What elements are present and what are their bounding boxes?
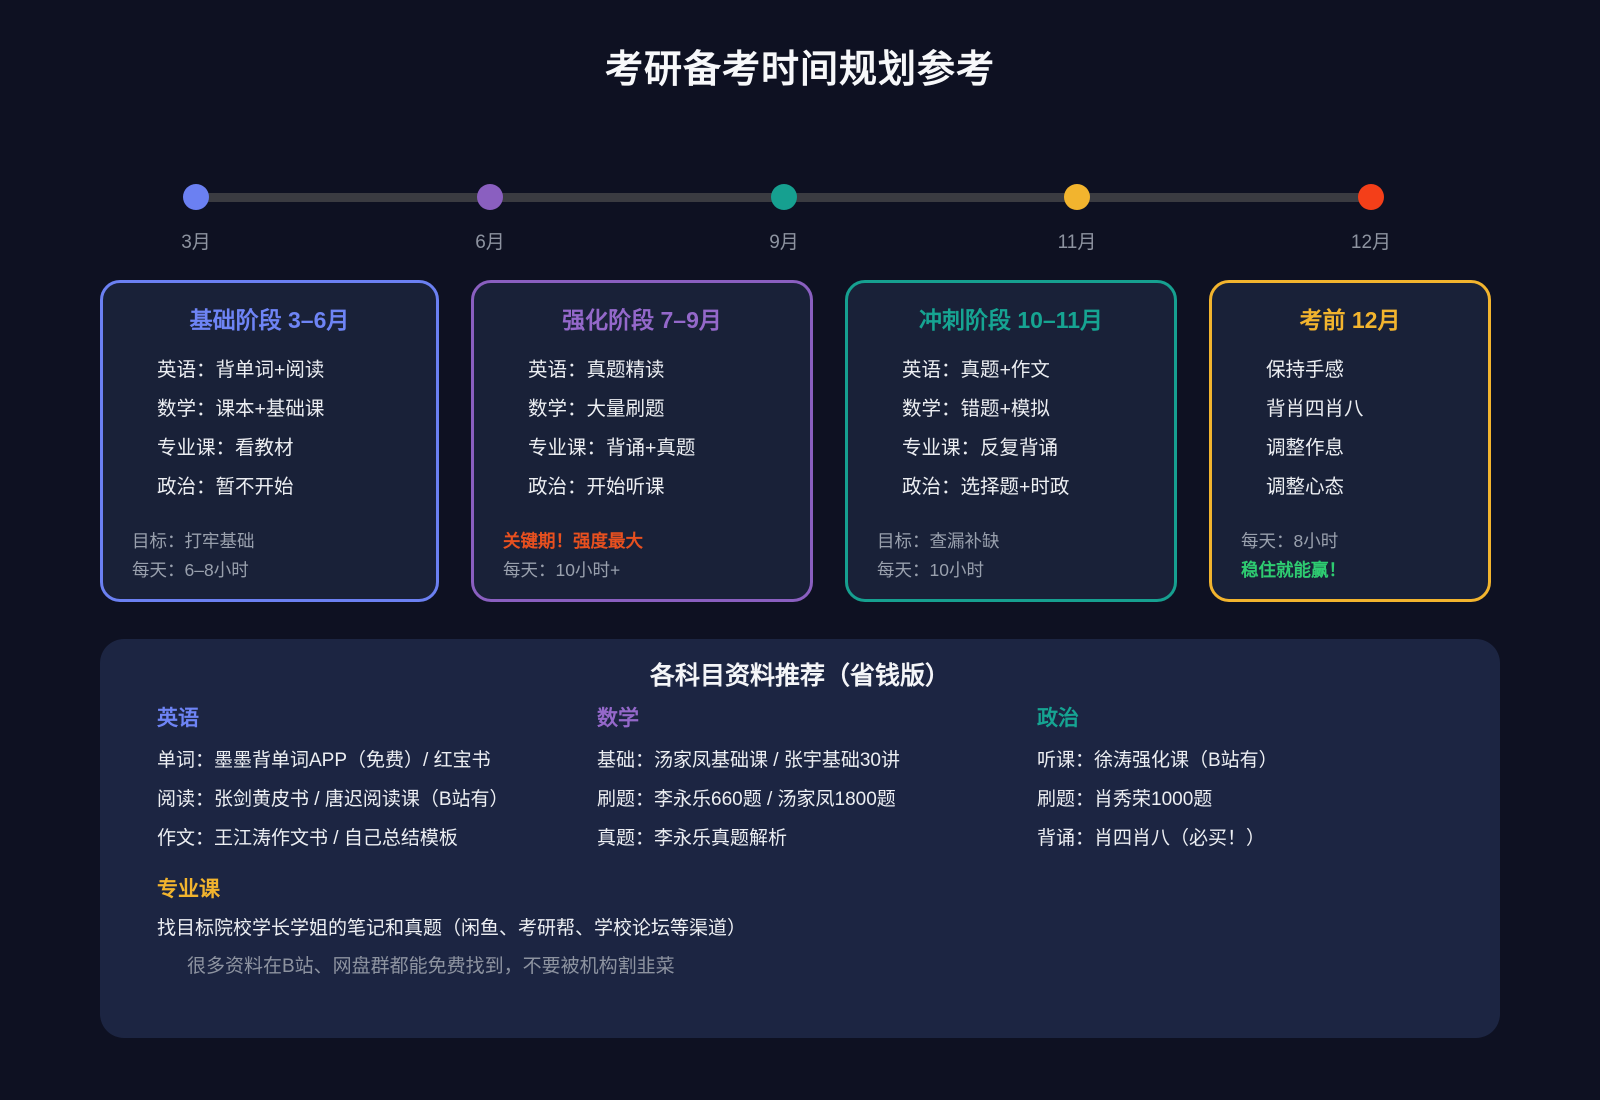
stage-item-list: 保持手感 背肖四肖八 调整作息 调整心态 (1212, 351, 1488, 507)
major-course-heading: 专业课 (157, 878, 220, 901)
stage-item-list: 英语：背单词+阅读 数学：课本+基础课 专业课：看教材 政治：暂不开始 (103, 351, 436, 507)
resource-rows: 基础：汤家凤基础课 / 张宇基础30讲 刷题：李永乐660题 / 汤家凤1800… (597, 741, 1037, 858)
stage-note-key-period: 关键期！强度最大 (503, 531, 643, 551)
stage-card-pre-exam: 考前 12月 保持手感 背肖四肖八 调整作息 调整心态 每天：8小时 稳住就能赢… (1209, 280, 1491, 602)
stage-item: 调整作息 (1266, 437, 1345, 459)
resource-row: 刷题：李永乐660题 / 汤家凤1800题 (597, 789, 896, 810)
stage-card-title: 强化阶段 7–9月 (562, 307, 722, 333)
resource-row: 听课：徐涛强化课（B站有） (1037, 750, 1278, 771)
resources-title: 各科目资料推荐（省钱版） (649, 662, 950, 690)
stage-item: 专业课：背诵+真题 (528, 437, 696, 459)
timeline-label: 6月 (475, 232, 505, 253)
stage-note-goal: 目标：查漏补缺 (877, 531, 1000, 551)
stage-note-hours: 每天：6–8小时 (132, 560, 249, 580)
stage-notes: 目标：打牢基础 每天：6–8小时 (132, 527, 255, 585)
timeline-dot-november (1064, 184, 1090, 210)
stage-item: 专业课：看教材 (157, 437, 294, 459)
timeline-dot-december (1358, 184, 1384, 210)
stage-item: 调整心态 (1266, 476, 1345, 498)
stage-item-list: 英语：真题+作文 数学：错题+模拟 专业课：反复背诵 政治：选择题+时政 (848, 351, 1174, 507)
resource-row: 单词：墨墨背单词APP（免费）/ 红宝书 (157, 750, 491, 771)
resources-panel: 各科目资料推荐（省钱版） 英语 单词：墨墨背单词APP（免费）/ 红宝书 阅读：… (100, 639, 1500, 1038)
stage-note-goal: 目标：打牢基础 (132, 531, 255, 551)
stage-note-hours: 每天：10小时 (877, 560, 984, 580)
stage-item: 政治：开始听课 (528, 476, 665, 498)
timeline-label: 11月 (1057, 232, 1097, 253)
stage-notes: 每天：8小时 稳住就能赢！ (1241, 527, 1346, 585)
resource-row: 背诵：肖四肖八（必买！） (1037, 828, 1266, 849)
resource-row: 阅读：张剑黄皮书 / 唐迟阅读课（B站有） (157, 789, 509, 810)
timeline-dot-march (183, 184, 209, 210)
column-heading: 英语 (157, 707, 199, 730)
major-course-section: 专业课 找目标院校学长学姐的笔记和真题（闲鱼、考研帮、学校论坛等渠道） 很多资料… (157, 876, 1443, 982)
stage-card-foundation: 基础阶段 3–6月 英语：背单词+阅读 数学：课本+基础课 专业课：看教材 政治… (100, 280, 439, 602)
major-course-note: 很多资料在B站、网盘群都能免费找到，不要被机构割韭菜 (187, 956, 675, 977)
stage-item: 英语：真题+作文 (902, 359, 1050, 381)
resource-rows: 单词：墨墨背单词APP（免费）/ 红宝书 阅读：张剑黄皮书 / 唐迟阅读课（B站… (157, 741, 597, 858)
resource-column-politics: 政治 听课：徐涛强化课（B站有） 刷题：肖秀荣1000题 背诵：肖四肖八（必买！… (1037, 705, 1443, 858)
stage-item: 政治：选择题+时政 (902, 476, 1070, 498)
resource-rows: 听课：徐涛强化课（B站有） 刷题：肖秀荣1000题 背诵：肖四肖八（必买！） (1037, 741, 1443, 858)
stage-item: 政治：暂不开始 (157, 476, 294, 498)
stage-note-hours: 每天：8小时 (1241, 531, 1339, 551)
resource-row: 作文：王江涛作文书 / 自己总结模板 (157, 828, 458, 849)
stage-item: 数学：错题+模拟 (902, 398, 1050, 420)
stage-note-encouragement: 稳住就能赢！ (1241, 560, 1346, 580)
column-heading: 数学 (597, 707, 639, 730)
resource-row: 真题：李永乐真题解析 (597, 828, 788, 849)
resources-columns: 英语 单词：墨墨背单词APP（免费）/ 红宝书 阅读：张剑黄皮书 / 唐迟阅读课… (157, 705, 1443, 858)
stage-notes: 关键期！强度最大 每天：10小时+ (503, 527, 643, 585)
stage-card-sprint: 冲刺阶段 10–11月 英语：真题+作文 数学：错题+模拟 专业课：反复背诵 政… (845, 280, 1177, 602)
stage-card-title: 基础阶段 3–6月 (189, 307, 350, 333)
stage-item: 数学：课本+基础课 (157, 398, 325, 420)
stage-item: 英语：背单词+阅读 (157, 359, 325, 381)
stage-card-title: 考前 12月 (1299, 307, 1401, 333)
timeline-label: 3月 (181, 232, 211, 253)
stage-item: 专业课：反复背诵 (902, 437, 1059, 459)
timeline: 3月 6月 9月 11月 12月 (0, 0, 1600, 260)
stage-notes: 目标：查漏补缺 每天：10小时 (877, 527, 1000, 585)
timeline-label: 9月 (769, 232, 799, 253)
stage-item: 保持手感 (1266, 359, 1345, 381)
stage-item-list: 英语：真题精读 数学：大量刷题 专业课：背诵+真题 政治：开始听课 (474, 351, 810, 507)
timeline-dot-june (477, 184, 503, 210)
stage-cards-row: 基础阶段 3–6月 英语：背单词+阅读 数学：课本+基础课 专业课：看教材 政治… (100, 280, 1491, 602)
timeline-dot-september (771, 184, 797, 210)
major-course-advice: 找目标院校学长学姐的笔记和真题（闲鱼、考研帮、学校论坛等渠道） (157, 918, 747, 939)
stage-card-intensive: 强化阶段 7–9月 英语：真题精读 数学：大量刷题 专业课：背诵+真题 政治：开… (471, 280, 813, 602)
column-heading: 政治 (1037, 707, 1079, 730)
timeline-label: 12月 (1350, 232, 1392, 253)
stage-note-hours: 每天：10小时+ (503, 560, 621, 580)
resource-column-math: 数学 基础：汤家凤基础课 / 张宇基础30讲 刷题：李永乐660题 / 汤家凤1… (597, 705, 1037, 858)
page-title: 考研备考时间规划参考 (604, 49, 995, 91)
stage-card-title: 冲刺阶段 10–11月 (918, 307, 1104, 333)
resource-row: 基础：汤家凤基础课 / 张宇基础30讲 (597, 750, 900, 771)
stage-item: 数学：大量刷题 (528, 398, 665, 420)
resource-column-english: 英语 单词：墨墨背单词APP（免费）/ 红宝书 阅读：张剑黄皮书 / 唐迟阅读课… (157, 705, 597, 858)
stage-item: 英语：真题精读 (528, 359, 665, 381)
stage-item: 背肖四肖八 (1266, 398, 1364, 420)
resource-row: 刷题：肖秀荣1000题 (1037, 789, 1213, 810)
